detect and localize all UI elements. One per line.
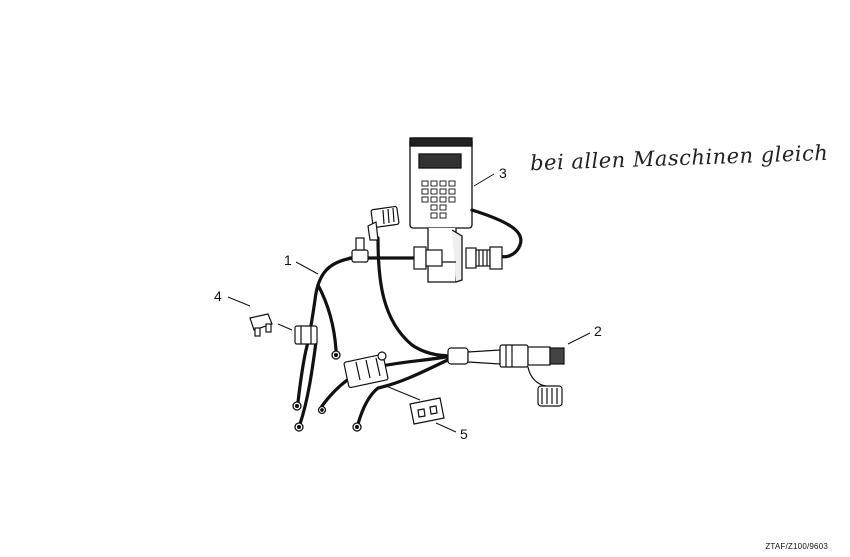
socket-connector xyxy=(447,344,565,407)
control-unit xyxy=(409,137,473,283)
callout-4: 4 xyxy=(214,288,222,304)
terminal-block xyxy=(343,351,389,389)
callout-leader-lines xyxy=(227,173,591,433)
harness-cables xyxy=(296,208,523,426)
control-unit-display xyxy=(418,153,462,169)
callout-3: 3 xyxy=(499,165,507,181)
control-unit-keypad xyxy=(421,180,456,219)
leader-line-1 xyxy=(295,261,319,275)
callout-1: 1 xyxy=(284,252,292,268)
cover-plate xyxy=(409,397,445,425)
callout-2: 2 xyxy=(594,323,602,339)
cable-junction xyxy=(351,237,369,263)
callout-5: 5 xyxy=(460,426,468,442)
ring-terminals xyxy=(292,350,362,432)
document-reference: ZTAF/Z100/9603 xyxy=(765,542,828,551)
inline-connector-pair xyxy=(413,246,503,270)
leader-line-4b xyxy=(277,323,293,331)
fuse-holder xyxy=(294,325,318,345)
leader-line-4 xyxy=(227,296,251,307)
leader-line-3 xyxy=(473,173,495,187)
leader-line-5b xyxy=(385,385,421,401)
leader-line-5 xyxy=(435,422,457,433)
leader-line-2 xyxy=(567,332,591,345)
elbow-connector xyxy=(367,205,400,241)
spare-fuse xyxy=(249,313,273,337)
